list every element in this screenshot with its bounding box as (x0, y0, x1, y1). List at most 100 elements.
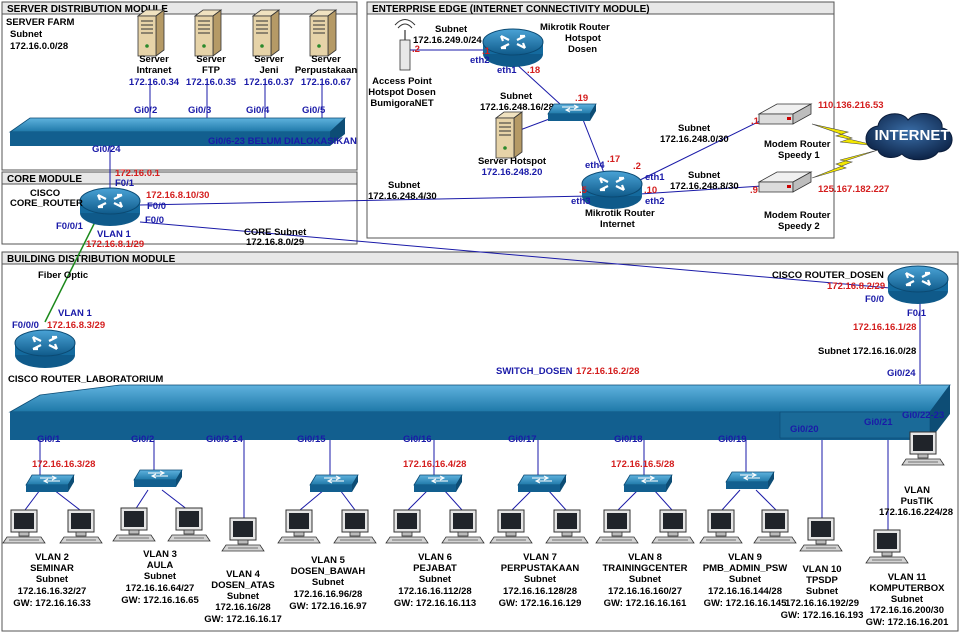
mikrotik-hotspot-router[interactable] (481, 27, 545, 69)
dosen-router-name: CISCO ROUTER_DOSEN (772, 270, 884, 281)
svg-text:Gi0/4: Gi0/4 (246, 105, 270, 116)
hotspot-router-label-3: Dosen (568, 44, 597, 55)
port-label: Gi0/16 (403, 434, 432, 445)
vlan-subnet: 172.16.16.32/27 (18, 586, 87, 597)
vlan-switch[interactable] (309, 474, 359, 493)
vlan-gateway: GW: 172.16.16.193 (781, 610, 864, 621)
dosen-f01: F0/1 (907, 308, 927, 319)
internet-label: INTERNET (875, 127, 950, 144)
router-icon (78, 186, 142, 228)
core-f00-upper: F0/0 (147, 201, 166, 212)
vlan-switch[interactable] (133, 469, 183, 488)
vlan-switch[interactable] (413, 474, 463, 493)
server-icon (194, 9, 222, 57)
internet-cloud[interactable] (865, 113, 953, 161)
vlan-subnet-label: Subnet (419, 574, 452, 585)
ap-subnet-label: Subnet (435, 24, 468, 35)
core-f00-lower: F0/0 (145, 215, 164, 226)
modem2-wan-ip: 125.167.182.227 (818, 184, 889, 195)
hotspot-router-label-1: Mikrotik Router (540, 22, 610, 33)
vlan-subnet-label: Subnet (729, 574, 762, 585)
vlan-subnet: 172.16.16.64/27 (126, 583, 195, 594)
modem2-label-2: Speedy 2 (778, 221, 820, 232)
svg-text:Intranet: Intranet (137, 65, 173, 76)
vlan-subnet-label: Subnet (806, 586, 839, 597)
hotspot-server[interactable] (495, 111, 523, 159)
hotspot-router-label-2: Hotspot (565, 33, 602, 44)
dosen-router[interactable] (886, 264, 950, 306)
core-router-name-2: CORE_ROUTER (10, 198, 83, 209)
vlan-switch[interactable] (517, 474, 567, 493)
lab-ip: 172.16.8.3/29 (47, 320, 105, 331)
building-module-box (1, 251, 959, 632)
modem2-subnet: 172.16.248.8/30 (670, 181, 739, 192)
server-distribution-switch[interactable] (8, 117, 347, 146)
svg-text:Perpustakaan: Perpustakaan (295, 65, 358, 76)
port-label: Gi0/15 (297, 434, 326, 445)
vlan-subnet-label: Subnet (524, 574, 557, 585)
port-label: Gi0/21 (864, 417, 893, 428)
switch-dosen-ip: 172.16.16.2/28 (576, 366, 639, 377)
vlan-switch[interactable] (25, 474, 75, 493)
vlan-switch[interactable] (623, 474, 673, 493)
hotspot-eth1-ip: .18 (527, 65, 540, 76)
vlan-name: VLAN 8 (628, 552, 662, 563)
fiber-optic-link (44, 221, 96, 323)
switch-dosen-free-ports: Gi0/22-23 (902, 410, 944, 421)
server-jeni[interactable]: Server Jeni 172.16.0.37 Gi0/4 (244, 9, 294, 116)
server-ftp[interactable]: Server FTP 172.16.0.35 Gi0/3 (186, 9, 237, 116)
hotspot-eth1: eth1 (497, 65, 517, 76)
ap-label-2: Hotspot Dosen (368, 87, 436, 98)
vlan-desc: TRAININGCENTER (603, 563, 688, 574)
router-icon (481, 27, 545, 69)
svg-text:Server: Server (196, 54, 226, 65)
server-farm-subnet: 172.16.0.0/28 (10, 41, 68, 52)
vlan-name: VLAN 2 (35, 552, 69, 563)
server-intranet[interactable]: Server Intranet 172.16.0.34 Gi0/2 (129, 9, 180, 116)
vlan-switch[interactable] (725, 471, 775, 490)
server-icon (309, 9, 337, 57)
vlan-gateway: GW: 172.16.16.97 (289, 601, 366, 612)
vlan-gateway: GW: 172.16.16.129 (499, 598, 582, 609)
vlan-switch-ip: 172.16.16.3/28 (32, 459, 95, 470)
pustik-label-1: VLAN (904, 485, 930, 496)
edge-switch[interactable] (547, 103, 597, 122)
server-module-title: SERVER DISTRIBUTION MODULE (7, 4, 168, 15)
router-icon (580, 169, 644, 211)
server-perpustakaan[interactable]: Server Perpustakaan 172.16.0.67 Gi0/5 (295, 9, 358, 116)
vlan-desc: DOSEN_BAWAH (291, 566, 366, 577)
svg-text:Gi0/3: Gi0/3 (188, 105, 211, 116)
edge-switch-ip: .19 (575, 93, 588, 104)
modem2-lan-ip: .9 (750, 185, 758, 196)
vlan-gateway: GW: 172.16.16.201 (866, 617, 949, 628)
svg-text:Server: Server (254, 54, 284, 65)
vlan-desc: KOMPUTERBOX (870, 583, 946, 594)
access-point[interactable] (394, 19, 416, 71)
modem1-wan-ip: 110.136.216.53 (818, 100, 884, 111)
lab-router[interactable] (13, 328, 77, 370)
svg-text:172.16.0.35: 172.16.0.35 (186, 77, 237, 88)
core-subnet: 172.16.8.0/29 (246, 237, 304, 248)
port-label: Gi0/19 (718, 434, 747, 445)
inet-eth3-ip: .5 (579, 185, 588, 196)
dosen-f00: F0/0 (865, 294, 884, 305)
mikrotik-internet-router[interactable] (580, 169, 644, 211)
vlan-subnet: 172.16.16.144/28 (708, 586, 782, 597)
hotspot-server-ip: 172.16.248.20 (482, 167, 543, 178)
inet-eth2: eth2 (645, 196, 665, 207)
inet-eth1-ip: .2 (633, 161, 641, 172)
hotspot-eth2-ip: .1 (482, 46, 491, 57)
vlan-subnet: 172.16.16.96/28 (294, 589, 363, 600)
switch-dosen[interactable] (8, 384, 951, 440)
vlan-desc: PEJABAT (413, 563, 457, 574)
vlan-gateway: GW: 172.16.16.65 (121, 595, 199, 606)
vlan-subnet: 172.16.16.160/27 (608, 586, 682, 597)
edge-link-subnet-label: Subnet (388, 180, 421, 191)
inet-router-label-1: Mikrotik Router (585, 208, 655, 219)
svg-text:172.16.0.37: 172.16.0.37 (244, 77, 294, 88)
svg-text:172.16.0.34: 172.16.0.34 (129, 77, 180, 88)
core-vlan-ip: 172.16.8.1/29 (86, 239, 144, 250)
server-switch-uplink: Gi0/24 (92, 144, 121, 155)
modem1-label-2: Speedy 1 (778, 150, 820, 161)
core-router[interactable] (78, 186, 142, 228)
